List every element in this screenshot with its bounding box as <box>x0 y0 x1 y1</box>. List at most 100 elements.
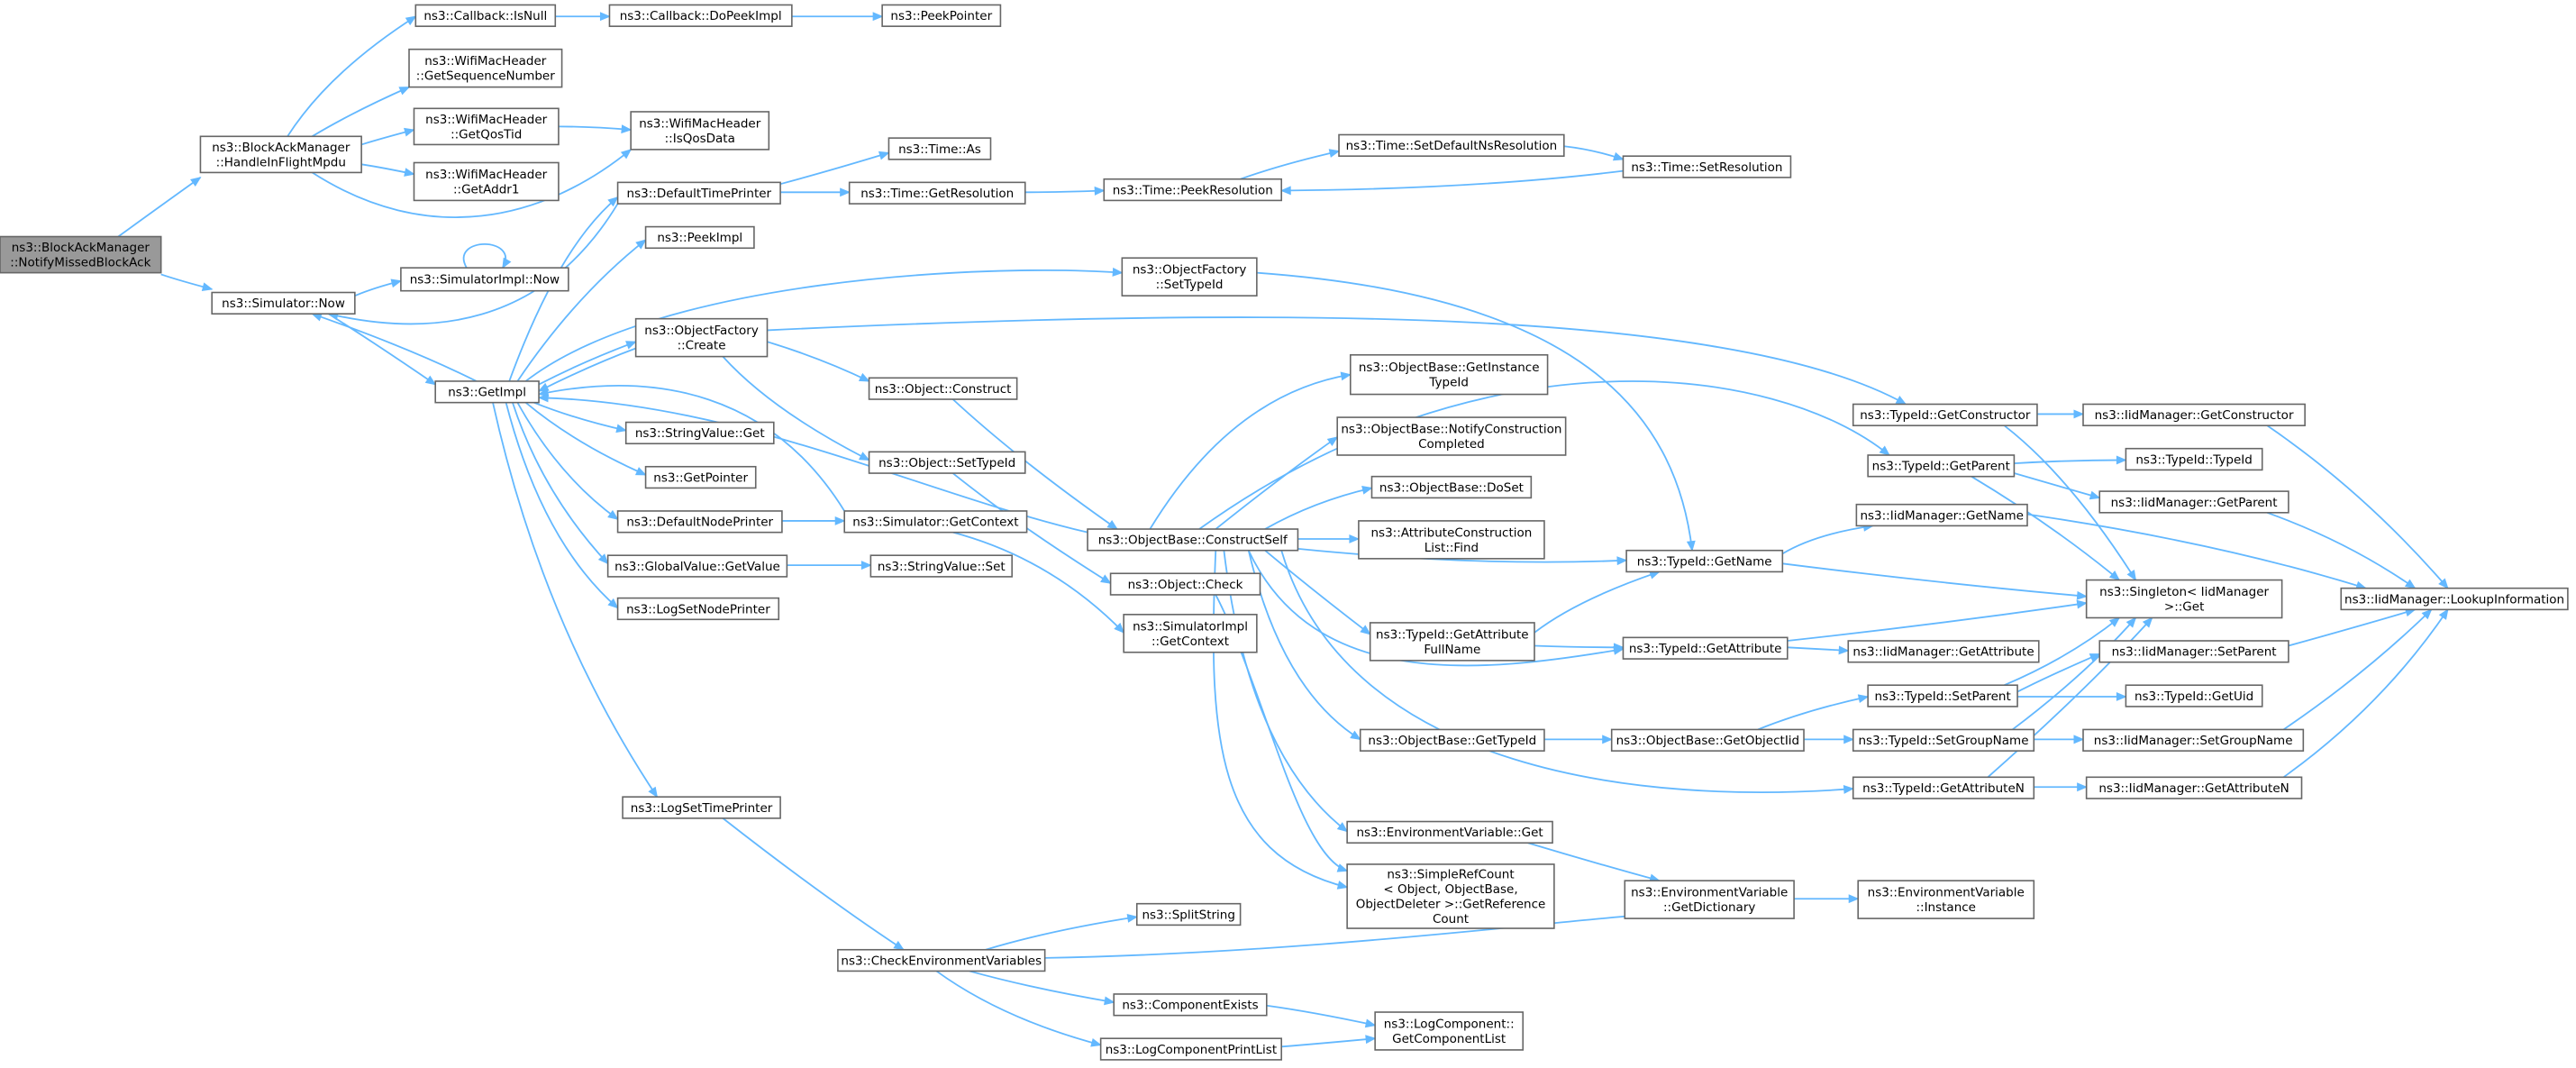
graph-edge-line <box>767 341 869 382</box>
graph-node-label: ns3::CheckEnvironmentVariables <box>841 954 1042 968</box>
graph-node-envinst[interactable]: ns3::EnvironmentVariable::Instance <box>1857 880 2035 919</box>
graph-node-tidgetattr[interactable]: ns3::TypeId::GetAttribute <box>1622 636 1789 660</box>
graph-node-tidgetattrn[interactable]: ns3::TypeId::GetAttributeN <box>1852 776 2035 799</box>
graph-node-logcompprint[interactable]: ns3::LogComponentPrintList <box>1099 1037 1283 1061</box>
graph-edge-deftime-to-timeas <box>779 151 890 186</box>
graph-node-label: ns3::TypeId::GetParent <box>1872 460 2010 474</box>
graph-node-getaddr[interactable]: ns3::WifiMacHeader::GetAddr1 <box>413 161 560 202</box>
graph-edge-line <box>722 356 869 461</box>
graph-node-singleton[interactable]: ns3::Singleton< IidManager >::Get <box>2085 579 2283 619</box>
graph-node-simgetctx[interactable]: ns3::Simulator::GetContext <box>843 510 1028 534</box>
graph-node-tidtypeid[interactable]: ns3::TypeId::TypeId <box>2125 447 2263 471</box>
graph-node-obnotify[interactable]: ns3::ObjectBase::NotifyConstructionCompl… <box>1336 416 1567 456</box>
graph-edge-line <box>2282 608 2433 731</box>
graph-node-tidgetname[interactable]: ns3::TypeId::GetName <box>1625 549 1784 573</box>
graph-node-envget[interactable]: ns3::EnvironmentVariable::Get <box>1346 820 1553 844</box>
graph-edge-obgettid-to-obgetobjtid <box>1543 735 1613 744</box>
graph-node-box <box>2340 587 2569 611</box>
graph-node-simimplctx[interactable]: ns3::SimulatorImpl::GetContext <box>1123 614 1258 653</box>
graph-node-obdoset[interactable]: ns3::ObjectBase::DoSet <box>1370 475 1533 499</box>
graph-edge-iidsetgroup-to-iidlookup <box>2282 608 2433 731</box>
graph-node-getimpl[interactable]: ns3::GetImpl <box>434 380 540 404</box>
graph-node-objconstruct[interactable]: ns3::Object::Construct <box>868 377 1018 400</box>
graph-node-iidsetgroup[interactable]: ns3::IidManager::SetGroupName <box>2082 728 2305 752</box>
graph-edge-line <box>287 15 416 137</box>
graph-node-logcompgetlist[interactable]: ns3::LogComponent::GetComponentList <box>1374 1011 1525 1051</box>
graph-node-peekptr[interactable]: ns3::PeekPointer <box>881 4 1002 27</box>
graph-node-obgettid[interactable]: ns3::ObjectBase::GetTypeId <box>1359 728 1545 752</box>
graph-node-label: ns3::Object::SetTypeId <box>878 456 1015 470</box>
graph-node-objsettid[interactable]: ns3::Object::SetTypeId <box>868 451 1026 474</box>
graph-node-getpointer[interactable]: ns3::GetPointer <box>644 465 757 489</box>
graph-node-timepeekres[interactable]: ns3::Time::PeekResolution <box>1103 178 1283 202</box>
graph-edge-arrowhead <box>2108 571 2121 581</box>
graph-edge-getqos-to-isqos <box>558 124 633 134</box>
graph-node-tidsetparent[interactable]: ns3::TypeId::SetParent <box>1867 684 2018 707</box>
graph-edge-obgetobjtid-to-tidsetgroup <box>1804 735 1855 744</box>
graph-node-box <box>2125 447 2263 471</box>
graph-node-timeas[interactable]: ns3::Time::As <box>887 137 992 160</box>
graph-node-strvalget[interactable]: ns3::StringValue::Get <box>624 421 775 445</box>
graph-edge-line <box>1044 912 1660 959</box>
graph-node-setdefns[interactable]: ns3::Time::SetDefaultNsResolution <box>1338 133 1565 157</box>
graph-node-tidsetgroup[interactable]: ns3::TypeId::SetGroupName <box>1852 728 2035 752</box>
graph-edge-arrowhead <box>1126 913 1139 923</box>
graph-node-strvalset[interactable]: ns3::StringValue::Set <box>869 554 1013 578</box>
graph-edge-line <box>2026 513 2366 589</box>
graph-node-tidgetuid[interactable]: ns3::TypeId::GetUid <box>2125 684 2263 707</box>
graph-node-logsettime[interactable]: ns3::LogSetTimePrinter <box>622 796 781 819</box>
graph-node-label: List::Find <box>1425 541 1479 555</box>
graph-edge-arrowhead <box>405 15 417 26</box>
graph-node-dopeek[interactable]: ns3::Callback::DoPeekImpl <box>608 4 793 27</box>
graph-node-box <box>1346 820 1553 844</box>
graph-node-timegetres[interactable]: ns3::Time::GetResolution <box>848 181 1026 205</box>
graph-node-iidgetattrn[interactable]: ns3::IidManager::GetAttributeN <box>2085 776 2303 799</box>
graph-node-box <box>616 597 780 621</box>
graph-node-ofsettid[interactable]: ns3::ObjectFactory::SetTypeId <box>1121 257 1258 297</box>
graph-node-logsetnode[interactable]: ns3::LogSetNodePrinter <box>616 597 780 621</box>
graph-node-iidgetctor[interactable]: ns3::IidManager::GetConstructor <box>2082 403 2306 426</box>
graph-node-obconstructself[interactable]: ns3::ObjectBase::ConstructSelf <box>1087 528 1299 552</box>
graph-node-splitstring[interactable]: ns3::SplitString <box>1135 902 1242 927</box>
graph-node-getqos[interactable]: ns3::WifiMacHeader::GetQosTid <box>413 107 560 146</box>
graph-node-simimplnow[interactable]: ns3::SimulatorImpl::Now <box>400 267 569 292</box>
graph-node-box <box>869 554 1013 578</box>
graph-node-iidgetparent[interactable]: ns3::IidManager::GetParent <box>2098 490 2289 514</box>
graph-edge-line <box>1757 696 1869 731</box>
graph-node-iidgetattr[interactable]: ns3::IidManager::GetAttribute <box>1847 640 2040 663</box>
graph-node-defnode[interactable]: ns3::DefaultNodePrinter <box>616 510 783 534</box>
graph-node-notify[interactable]: ns3::BlockAckManager::NotifyMissedBlockA… <box>0 235 162 274</box>
graph-edge-line <box>722 817 905 951</box>
graph-node-isqos[interactable]: ns3::WifiMacHeader::IsQosData <box>630 111 770 151</box>
graph-node-obgetobjtid[interactable]: ns3::ObjectBase::GetObjectIid <box>1610 728 1805 752</box>
graph-node-iidlookup[interactable]: ns3::IidManager::LookupInformation <box>2340 587 2569 611</box>
graph-node-tidgetctor[interactable]: ns3::TypeId::GetConstructor <box>1852 403 2038 426</box>
graph-node-simplerefcount[interactable]: ns3::SimpleRefCount< Object, ObjectBase,… <box>1346 863 1555 929</box>
graph-node-peekimpl[interactable]: ns3::PeekImpl <box>644 225 755 250</box>
graph-node-simnow[interactable]: ns3::Simulator::Now <box>211 291 356 315</box>
graph-node-iidsetparent[interactable]: ns3::IidManager::SetParent <box>2098 640 2289 663</box>
graph-edge-arrowhead <box>1336 863 1349 872</box>
graph-node-label: ::Instance <box>1916 900 1976 915</box>
graph-node-gvgetvalue[interactable]: ns3::GlobalValue::GetValue <box>606 554 788 578</box>
graph-node-compexists[interactable]: ns3::ComponentExists <box>1113 993 1268 1017</box>
graph-node-iidgetname[interactable]: ns3::IidManager::GetName <box>1855 503 2028 527</box>
graph-node-box <box>630 111 770 151</box>
graph-node-setres[interactable]: ns3::Time::SetResolution <box>1622 155 1792 178</box>
graph-node-ofcreate[interactable]: ns3::ObjectFactory::Create <box>634 317 769 358</box>
graph-edge-simnow-to-simimplnow <box>354 278 403 297</box>
graph-node-getseq[interactable]: ns3::WifiMacHeader::GetSequenceNumber <box>408 48 563 88</box>
graph-node-tidgetparent[interactable]: ns3::TypeId::GetParent <box>1867 454 2016 478</box>
graph-node-deftime[interactable]: ns3::DefaultTimePrinter <box>616 181 781 205</box>
graph-node-objcheck[interactable]: ns3::Object::Check <box>1109 572 1261 596</box>
graph-node-envgetdict[interactable]: ns3::EnvironmentVariable::GetDictionary <box>1624 880 1795 919</box>
graph-node-hifm[interactable]: ns3::BlockAckManager::HandleInFlightMpdu <box>199 135 362 174</box>
graph-node-box <box>1346 863 1555 929</box>
graph-node-isnull[interactable]: ns3::Callback::IsNull <box>414 4 557 27</box>
graph-edge-line <box>311 86 410 138</box>
graph-node-label: ns3::SimulatorImpl::Now <box>410 273 560 288</box>
graph-node-checkenv[interactable]: ns3::CheckEnvironmentVariables <box>837 948 1046 972</box>
